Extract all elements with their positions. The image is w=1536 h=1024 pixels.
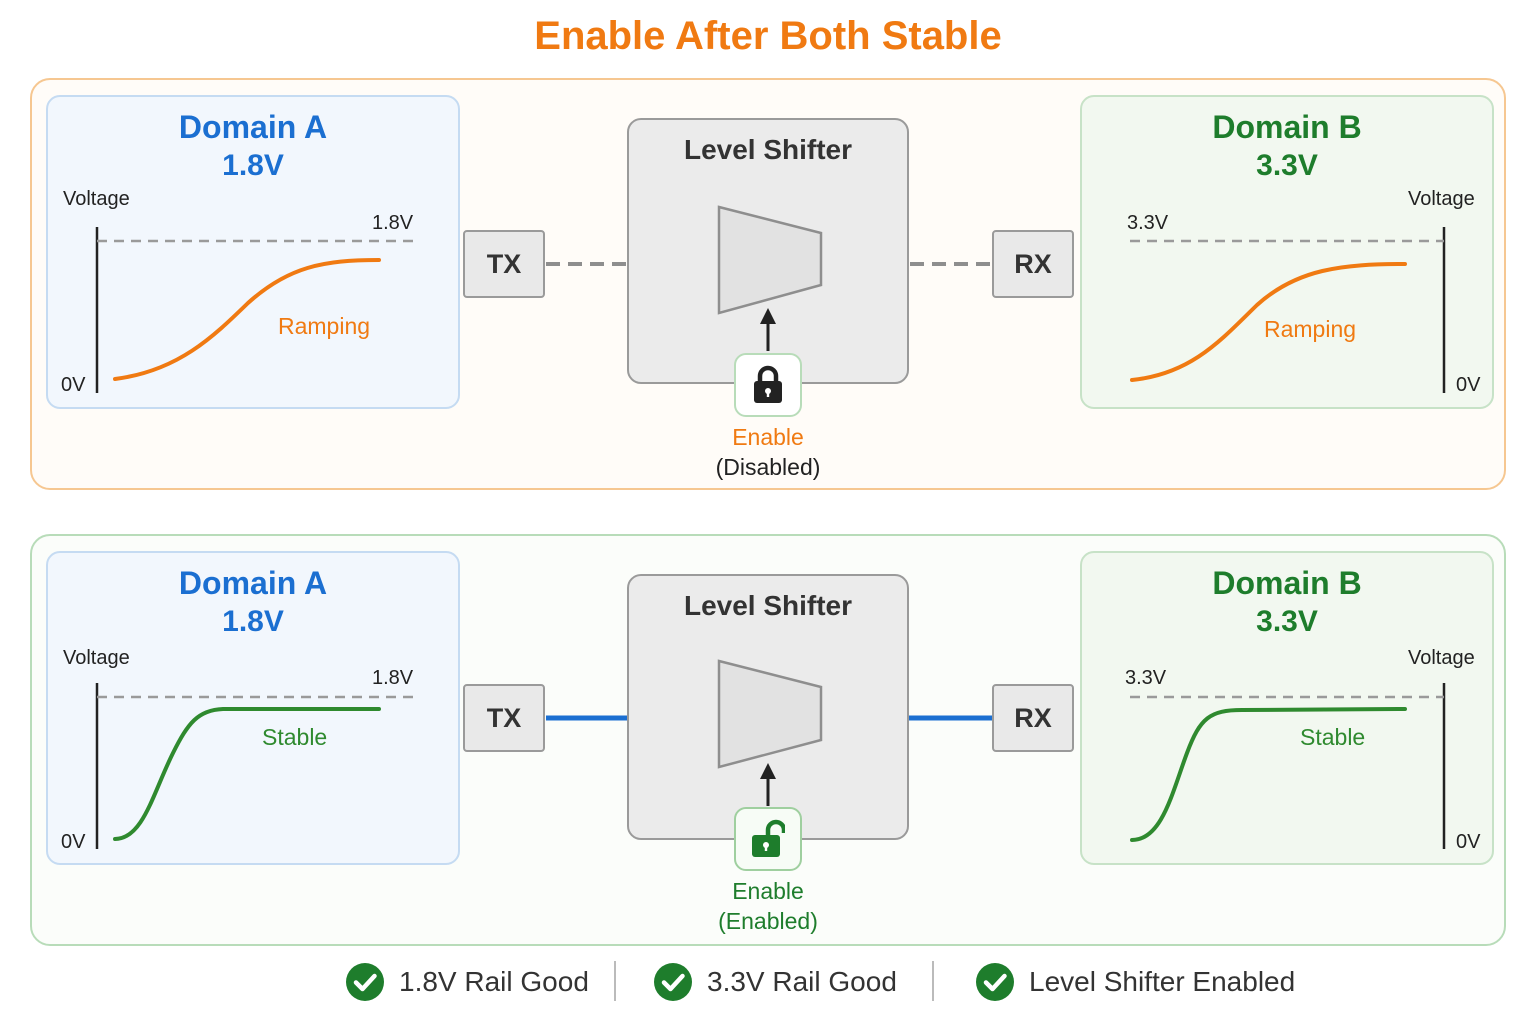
status-divider: [932, 961, 934, 1001]
domain-a-voltage-plot: [95, 227, 414, 393]
target-voltage-label: 3.3V: [1125, 667, 1167, 689]
zero-voltage-label: 0V: [61, 831, 86, 853]
panel-stable: Domain A 1.8V Voltage 1.8V 0V Stable Dom…: [30, 534, 1506, 946]
ramping-curve: [113, 258, 381, 381]
check-circle-icon: [346, 963, 384, 1001]
status-label: 1.8V Rail Good: [399, 966, 589, 997]
target-voltage-label: 1.8V: [372, 667, 414, 689]
voltage-axis-label: Voltage: [63, 647, 130, 669]
domain-a-box: Domain A 1.8V Voltage 1.8V 0V Stable: [46, 551, 460, 865]
zero-voltage-label: 0V: [1456, 374, 1481, 396]
domain-a-voltage: 1.8V: [222, 149, 284, 182]
domain-a-box: Domain A 1.8V Voltage 1.8V 0V Ramping: [46, 95, 460, 409]
curve-state-label: Stable: [1300, 724, 1366, 750]
enable-state: (Disabled): [715, 454, 821, 480]
domain-b-name: Domain B: [1212, 109, 1362, 145]
level-shifter-symbol: [717, 205, 823, 351]
domain-b-voltage-plot: [1130, 227, 1446, 393]
status-item-rail-1v8: 1.8V Rail Good: [345, 952, 589, 1012]
domain-a-voltage: 1.8V: [222, 605, 284, 638]
buffer-symbol: [717, 659, 823, 769]
domain-b-box: Domain B 3.3V Voltage 3.3V 0V Stable: [1080, 551, 1494, 865]
status-label: 3.3V Rail Good: [707, 966, 897, 997]
tx-block: TX: [463, 684, 545, 752]
enable-label: Enable: [732, 878, 804, 904]
domain-b-voltage: 3.3V: [1256, 149, 1318, 182]
lock-closed-icon: [754, 365, 782, 403]
enable-arrowhead: [760, 763, 776, 779]
stable-curve: [1130, 707, 1407, 842]
stable-curve: [113, 707, 381, 841]
domain-b-box: Domain B 3.3V Voltage 3.3V 0V Ramping: [1080, 95, 1494, 409]
domain-a-name: Domain A: [178, 109, 328, 145]
status-item-rail-3v3: 3.3V Rail Good: [653, 952, 897, 1012]
target-voltage-label: 1.8V: [372, 212, 414, 234]
ramping-curve: [1130, 262, 1407, 382]
rx-block: RX: [992, 684, 1074, 752]
status-bar: 1.8V Rail Good 3.3V Rail Good Level Shif…: [0, 952, 1536, 1012]
curve-state-label: Ramping: [1264, 316, 1357, 342]
buffer-symbol: [717, 205, 823, 315]
level-shifter-symbol: [717, 659, 823, 806]
enable-lock-box: [734, 807, 802, 871]
status-divider: [614, 961, 616, 1001]
domain-a-voltage-plot: [95, 683, 414, 849]
enable-label: Enable: [732, 424, 804, 450]
domain-b-voltage-plot: [1130, 683, 1446, 849]
lock-open-icon: [752, 819, 785, 857]
target-voltage-label: 3.3V: [1127, 212, 1169, 234]
domain-b-name: Domain B: [1212, 565, 1362, 601]
enable-arrowhead: [760, 308, 776, 324]
panel-ramping: Domain A 1.8V Voltage 1.8V 0V Ramping Do…: [30, 78, 1506, 490]
rx-block: RX: [992, 230, 1074, 298]
enable-state: (Enabled): [718, 908, 818, 934]
level-shifter-title: Level Shifter: [683, 134, 853, 165]
domain-a-name: Domain A: [178, 565, 328, 601]
level-shifter-title: Level Shifter: [683, 590, 853, 621]
zero-voltage-label: 0V: [61, 374, 86, 396]
curve-state-label: Ramping: [278, 313, 371, 339]
domain-b-voltage: 3.3V: [1256, 605, 1318, 638]
voltage-axis-label: Voltage: [63, 188, 130, 210]
check-circle-icon: [654, 963, 692, 1001]
status-label: Level Shifter Enabled: [1029, 966, 1296, 997]
check-circle-icon: [976, 963, 1014, 1001]
zero-voltage-label: 0V: [1456, 831, 1481, 853]
diagram-title: Enable After Both Stable: [534, 14, 1002, 58]
voltage-axis-label: Voltage: [1408, 647, 1475, 669]
tx-block: TX: [463, 230, 545, 298]
status-item-shifter-enabled: Level Shifter Enabled: [975, 952, 1295, 1012]
enable-lock-box: [734, 353, 802, 417]
curve-state-label: Stable: [262, 724, 328, 750]
voltage-axis-label: Voltage: [1408, 188, 1475, 210]
